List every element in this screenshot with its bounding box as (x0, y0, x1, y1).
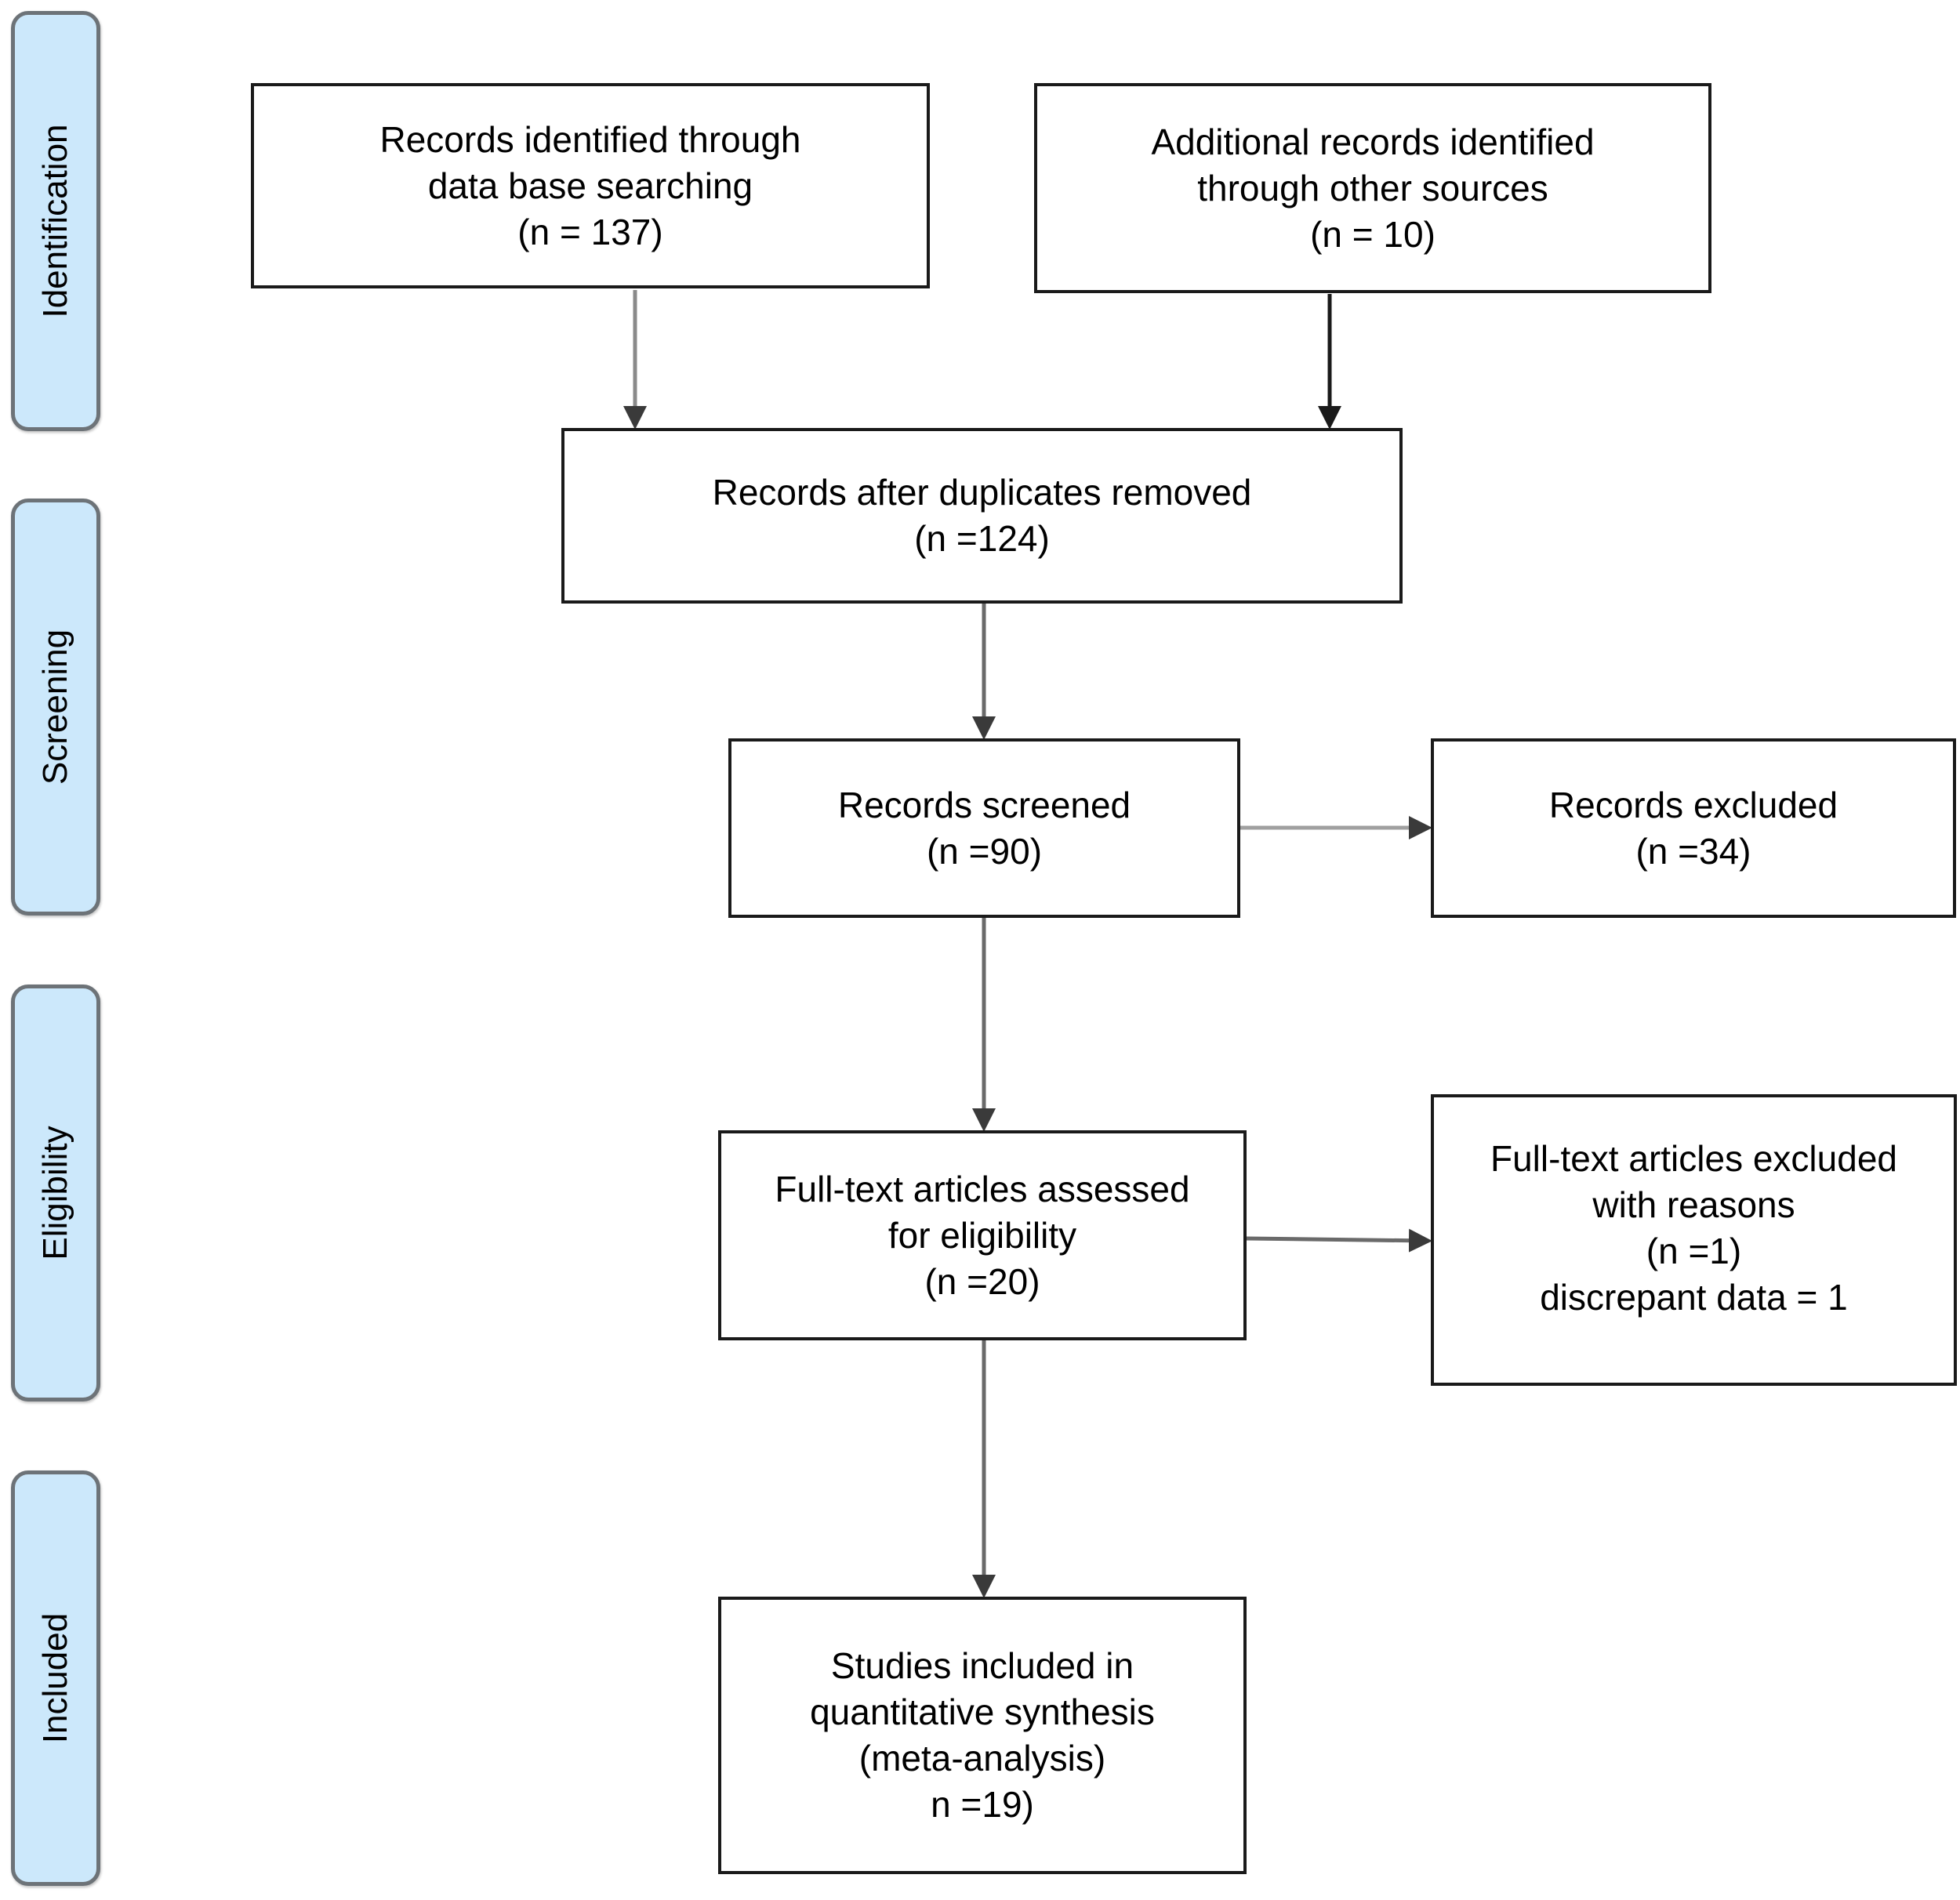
box-fulltext-assessed: Full-text articles assessed for eligibil… (718, 1130, 1247, 1340)
box-records-identified-text: Records identified through data base sea… (379, 118, 801, 252)
box-additional-records-text: Additional records identified through ot… (1151, 121, 1595, 255)
box-records-identified: Records identified through data base sea… (251, 83, 930, 288)
box-records-screened: Records screened (n =90) (728, 738, 1240, 918)
box-after-duplicates-text: Records after duplicates removed (n =124… (712, 472, 1252, 559)
arrow-fulltext-to-excluded (1246, 1228, 1432, 1253)
box-records-excluded-text: Records excluded (n =34) (1548, 784, 1838, 872)
box-fulltext-excluded: Full-text articles excluded with reasons… (1431, 1094, 1957, 1386)
box-records-excluded: Records excluded (n =34) (1431, 738, 1956, 918)
box-fulltext-excluded-text: Full-text articles excluded with reasons… (1490, 1138, 1897, 1318)
box-fulltext-assessed-text: Full-text articles assessed for eligibil… (775, 1168, 1190, 1302)
phase-included: Included (11, 1470, 100, 1886)
phase-identification: Identification (11, 11, 100, 431)
box-studies-included-text: Studies included in quantitative synthes… (810, 1645, 1155, 1825)
phase-eligibility: Eligibility (11, 984, 100, 1401)
box-studies-included: Studies included in quantitative synthes… (718, 1597, 1247, 1874)
phase-screening: Screening (11, 499, 100, 916)
box-after-duplicates: Records after duplicates removed (n =124… (561, 428, 1403, 604)
box-additional-records: Additional records identified through ot… (1034, 83, 1711, 293)
box-records-screened-text: Records screened (n =90) (837, 784, 1131, 872)
